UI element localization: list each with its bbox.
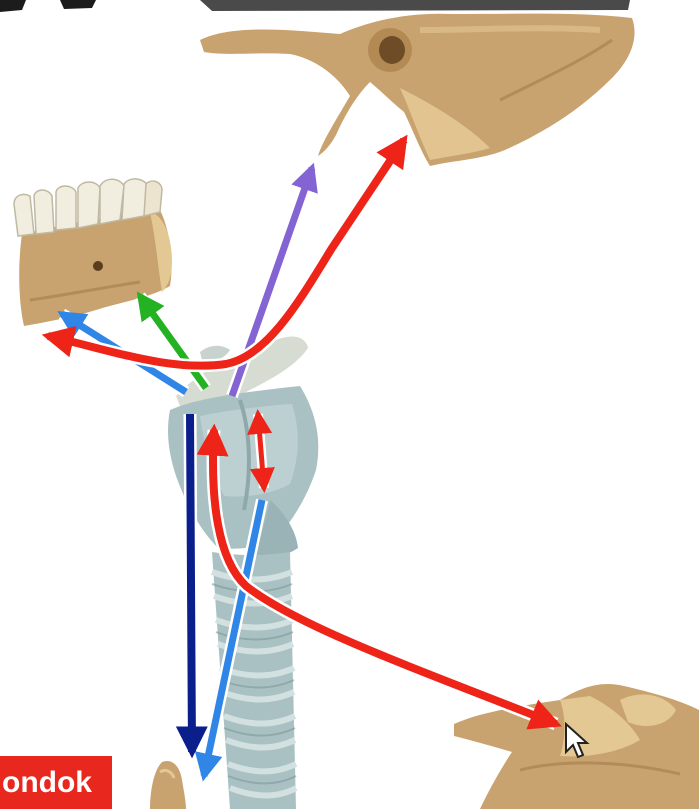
title-remnant xyxy=(0,0,640,14)
temporal-bone xyxy=(200,14,635,166)
mouse-cursor-icon xyxy=(564,722,590,762)
corner-label: ondok xyxy=(0,756,112,809)
arrow-sternohyoid xyxy=(190,414,192,752)
sternum xyxy=(150,761,186,809)
